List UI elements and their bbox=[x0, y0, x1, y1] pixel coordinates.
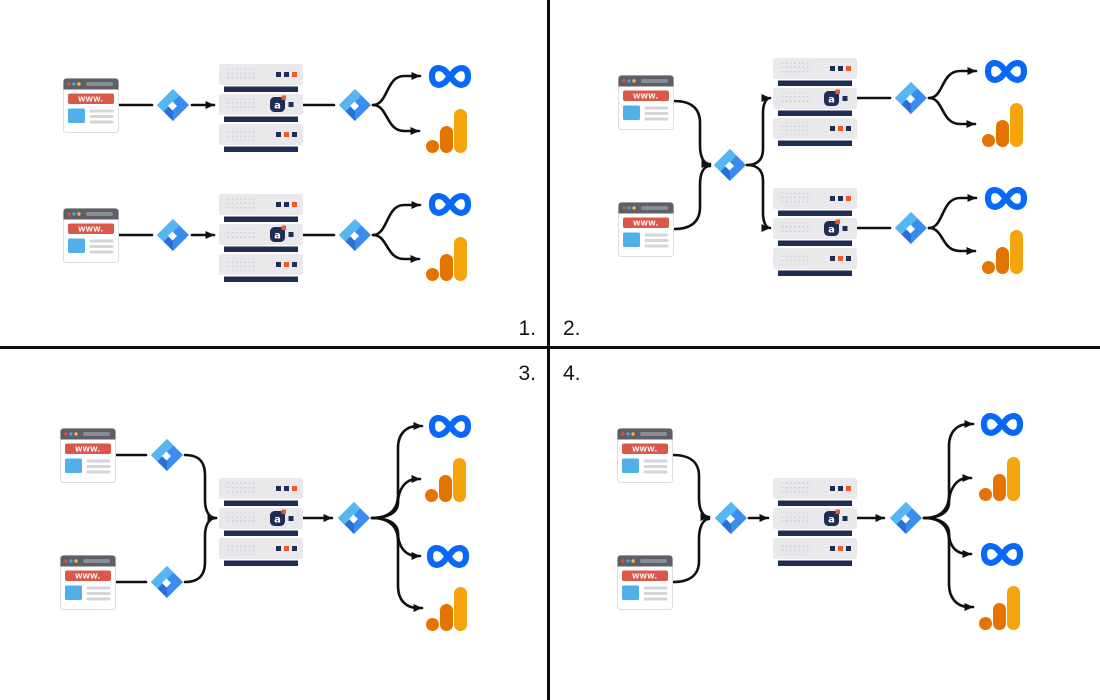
flow-arrow bbox=[927, 67, 978, 100]
flow-arrow bbox=[183, 453, 218, 522]
quadrant-1: www. www. a a bbox=[64, 64, 469, 282]
browser-address-text: www. bbox=[632, 91, 659, 101]
tag-diamond-icon bbox=[151, 566, 183, 598]
flow-arrow bbox=[927, 194, 978, 230]
tag-diamond-icon bbox=[151, 439, 183, 471]
google-analytics-logo-icon bbox=[982, 103, 1023, 147]
server-rack-icon: a bbox=[219, 64, 303, 152]
vertical-divider bbox=[547, 0, 550, 700]
website-browser-icon: www. bbox=[619, 76, 674, 130]
horizontal-divider bbox=[0, 346, 1100, 349]
google-analytics-logo-icon bbox=[425, 458, 466, 502]
flow-arrow bbox=[927, 226, 977, 255]
flow-arrow bbox=[370, 516, 422, 560]
meta-logo-icon bbox=[430, 548, 466, 565]
flow-arrow bbox=[370, 516, 424, 612]
tag-diamond-icon bbox=[714, 149, 746, 181]
browser-address-text: www. bbox=[74, 571, 101, 581]
flow-arrow bbox=[371, 201, 422, 237]
quadrant-4: www. www. a bbox=[618, 416, 1021, 630]
tag-diamond-icon bbox=[157, 89, 189, 121]
server-rack-icon: a bbox=[773, 58, 857, 146]
tag-diamond-icon bbox=[338, 502, 370, 534]
flow-arrow bbox=[671, 453, 711, 521]
tag-diamond-icon bbox=[895, 82, 927, 114]
google-analytics-logo-icon bbox=[426, 109, 467, 153]
flow-arrow bbox=[371, 103, 421, 135]
meta-logo-icon bbox=[432, 68, 468, 85]
flow-arrow bbox=[745, 94, 772, 167]
flow-arrow bbox=[672, 164, 712, 231]
website-browser-icon: www. bbox=[61, 556, 116, 610]
website-browser-icon: www. bbox=[619, 203, 674, 257]
quadrant-3-label: 3. bbox=[518, 362, 536, 385]
website-browser-icon: www. bbox=[64, 209, 119, 263]
tag-diamond-icon bbox=[157, 219, 189, 251]
server-rack-icon: a bbox=[773, 188, 857, 276]
website-browser-icon: www. bbox=[618, 429, 673, 483]
flow-arrows bbox=[114, 67, 978, 612]
tag-diamond-icon bbox=[339, 89, 371, 121]
flow-arrow bbox=[671, 517, 711, 584]
meta-logo-icon bbox=[988, 63, 1024, 80]
server-logo-letter: a bbox=[828, 95, 835, 106]
flow-arrow bbox=[922, 516, 975, 611]
flow-arrow bbox=[745, 163, 772, 232]
meta-logo-icon bbox=[432, 418, 468, 435]
flow-arrow bbox=[927, 96, 977, 128]
quadrant-1-label: 1. bbox=[518, 317, 536, 340]
tag-diamond-icon bbox=[339, 219, 371, 251]
quadrant-2-label: 2. bbox=[563, 317, 581, 340]
flow-arrow bbox=[922, 474, 973, 520]
flow-arrow bbox=[371, 72, 422, 107]
meta-logo-icon bbox=[988, 190, 1024, 207]
server-rack-icon: a bbox=[219, 194, 303, 282]
meta-logo-icon bbox=[984, 546, 1020, 563]
meta-logo-icon bbox=[984, 416, 1020, 433]
tag-diamond-icon bbox=[890, 502, 922, 534]
google-analytics-logo-icon bbox=[979, 457, 1020, 501]
website-browser-icon: www. bbox=[61, 429, 116, 483]
browser-address-text: www. bbox=[74, 444, 101, 454]
google-analytics-logo-icon bbox=[982, 230, 1023, 274]
flow-arrow bbox=[370, 475, 422, 520]
server-logo-letter: a bbox=[274, 101, 281, 112]
server-logo-letter: a bbox=[828, 225, 835, 236]
google-analytics-logo-icon bbox=[979, 586, 1020, 630]
website-browser-icon: www. bbox=[618, 556, 673, 610]
quadrant-4-label: 4. bbox=[563, 362, 581, 385]
quadrant-3: www. www. a bbox=[61, 418, 469, 631]
browser-address-text: www. bbox=[631, 571, 658, 581]
browser-address-text: www. bbox=[631, 444, 658, 454]
browser-address-text: www. bbox=[77, 224, 104, 234]
flow-arrow bbox=[672, 99, 712, 168]
flow-arrow bbox=[183, 516, 218, 584]
meta-logo-icon bbox=[432, 196, 468, 213]
server-logo-letter: a bbox=[274, 231, 281, 242]
tag-diamond-icon bbox=[895, 212, 927, 244]
server-rack-icon: a bbox=[219, 478, 303, 566]
browser-address-text: www. bbox=[77, 94, 104, 104]
google-analytics-logo-icon bbox=[426, 237, 467, 281]
website-browser-icon: www. bbox=[64, 79, 119, 133]
server-logo-letter: a bbox=[828, 515, 835, 526]
quadrant-2: www. www. a a bbox=[619, 58, 1025, 276]
flow-arrow bbox=[371, 233, 421, 263]
tag-diamond-icon bbox=[715, 502, 747, 534]
server-logo-letter: a bbox=[274, 515, 281, 526]
browser-address-text: www. bbox=[632, 218, 659, 228]
google-analytics-logo-icon bbox=[426, 587, 467, 631]
server-rack-icon: a bbox=[773, 478, 857, 566]
